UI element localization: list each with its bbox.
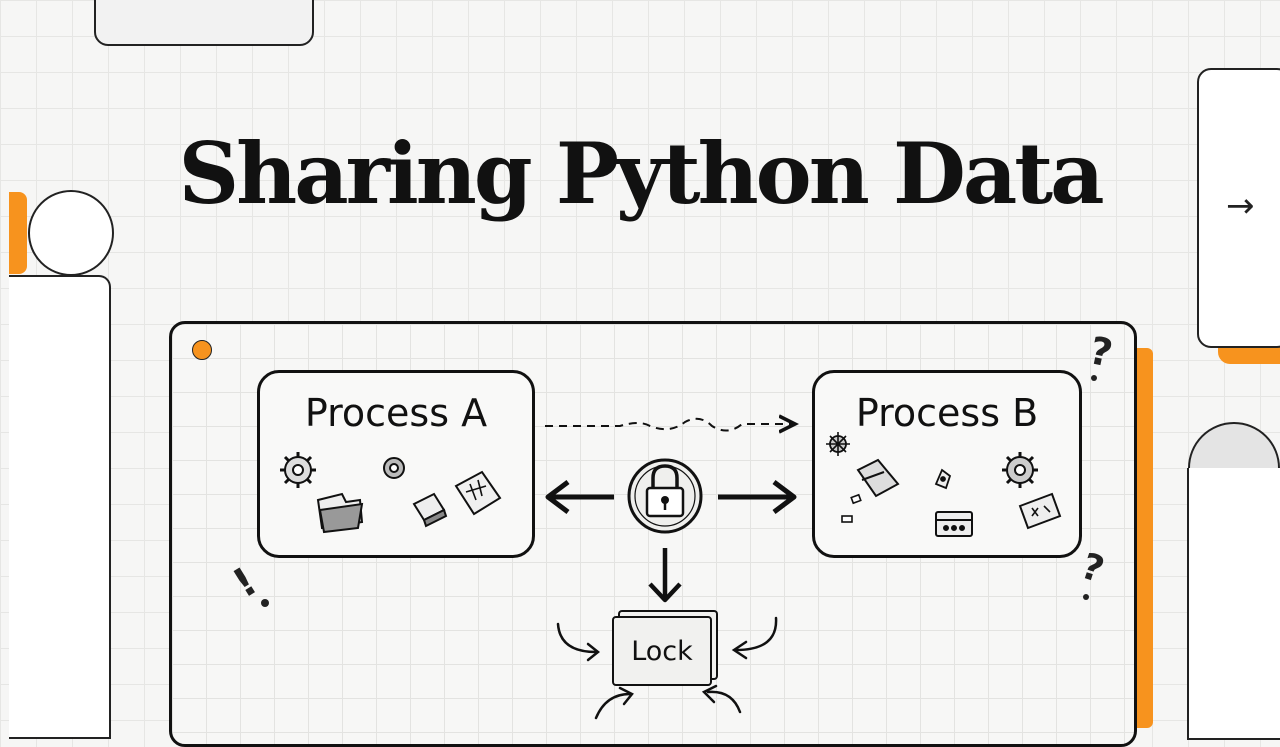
arrow-to-lock: [648, 548, 682, 603]
padlock-icon: [627, 458, 703, 534]
diagram-graphics: [261, 375, 1097, 720]
accent-bar-left: [9, 192, 27, 274]
small-squares: [841, 493, 862, 523]
decor-circle-left: [28, 190, 114, 276]
process-b-label: Process B: [855, 391, 1039, 435]
box-icon: [856, 458, 900, 498]
eraser-icon: [412, 492, 448, 528]
folder-icon: [316, 492, 364, 534]
next-slide-arrow[interactable]: →: [1226, 186, 1255, 226]
process-a-label: Process A: [304, 391, 488, 435]
arrow-to-process-a: [545, 480, 614, 514]
gear-icon: [383, 457, 405, 479]
gear-icon: [1002, 452, 1038, 488]
dashed-connection: [545, 419, 795, 431]
card-accent-stripe: [1133, 348, 1153, 728]
box-icon: [935, 511, 973, 537]
tag-icon: [934, 468, 952, 490]
ticket-icon: [1018, 492, 1062, 530]
lock-label: Lock: [631, 635, 693, 667]
prev-slide-fragment[interactable]: [94, 0, 314, 46]
curved-arrows: [556, 616, 778, 720]
side-panel-right: [1187, 468, 1280, 740]
scroll-icon: [454, 470, 502, 516]
gear-icon: [826, 432, 850, 456]
lock-box: Lock: [612, 616, 712, 686]
gear-icon: [280, 452, 316, 488]
slide-title: Sharing Python Data: [178, 124, 1104, 223]
arrow-to-process-b: [718, 480, 797, 514]
next-slide-card[interactable]: [1197, 68, 1280, 348]
card-corner-dot: [192, 340, 212, 360]
